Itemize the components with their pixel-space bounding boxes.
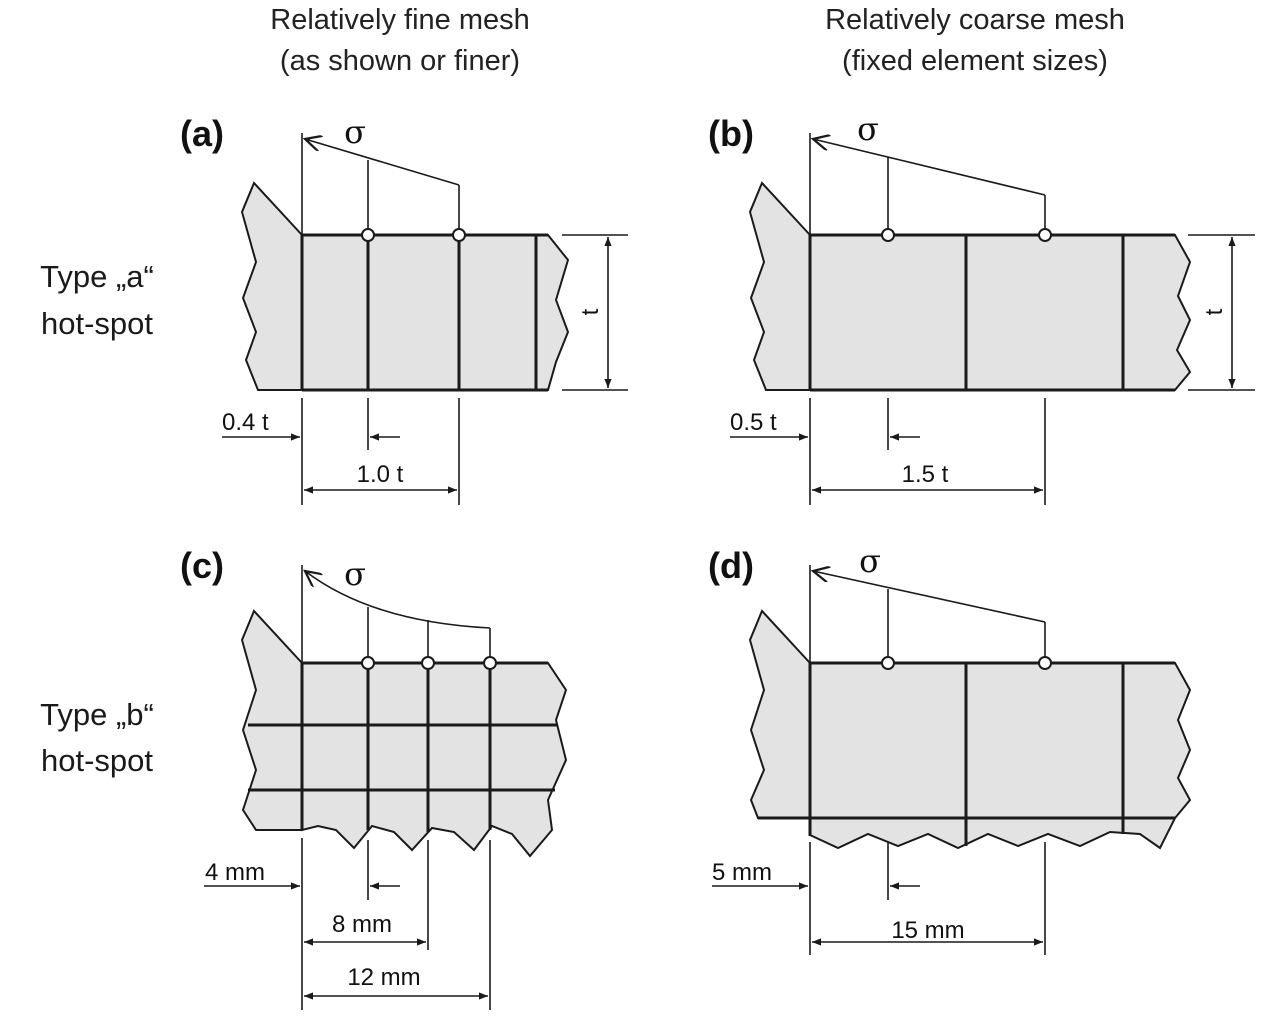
- panel-d-dim1-label: 5 mm: [712, 859, 772, 886]
- panel-c-label: (c): [180, 545, 224, 586]
- panel-a-plate: [301, 234, 570, 391]
- panel-a-readout-point: [452, 228, 466, 242]
- panel-b-dim1-label: 0.5 t: [730, 409, 777, 436]
- panel-a-stress-line: [305, 139, 460, 186]
- panel-c-dim2-label: 8 mm: [332, 911, 392, 938]
- panel-c-readout-point: [421, 656, 435, 670]
- panel-c: (c) σ 4 mm 8 mm 12 mm: [180, 545, 568, 1010]
- coarse-mesh-title: Relatively coarse mesh: [825, 4, 1125, 36]
- panel-a-thickness-label: t: [577, 308, 604, 315]
- panel-b-readout-point: [881, 228, 895, 242]
- fine-mesh-subtitle: (as shown or finer): [280, 45, 520, 77]
- panel-b-dim2-label: 1.5 t: [902, 461, 949, 488]
- panel-d-plate: [809, 662, 1192, 850]
- panel-c-plate: [301, 662, 568, 858]
- panel-d-readout-point: [1038, 656, 1052, 670]
- fine-mesh-title: Relatively fine mesh: [270, 4, 530, 36]
- coarse-mesh-subtitle: (fixed element sizes): [842, 45, 1108, 77]
- type-a-label: Type „a“: [40, 259, 154, 294]
- panel-c-readout-point: [361, 656, 375, 670]
- panel-b-stress-line: [813, 139, 1046, 196]
- panel-a-label: (a): [180, 113, 224, 154]
- panel-d-readout-point: [881, 656, 895, 670]
- panel-d-label: (d): [708, 545, 754, 586]
- panel-a-dim2-label: 1.0 t: [357, 461, 404, 488]
- panel-d-dim2-label: 15 mm: [891, 917, 964, 944]
- panel-c-dim1-label: 4 mm: [205, 859, 265, 886]
- panel-d-sigma: σ: [859, 542, 881, 580]
- panel-c-stress-curve: [305, 571, 491, 629]
- panel-a-dim1-label: 0.4 t: [222, 409, 269, 436]
- panel-d-stress-line: [813, 571, 1046, 623]
- panel-b-thickness-label: t: [1201, 308, 1228, 315]
- panel-b-attachment: [748, 181, 811, 391]
- panel-b-readout-point: [1038, 228, 1052, 242]
- panel-b-label: (b): [708, 113, 754, 154]
- type-b-hotspot-label: hot-spot: [41, 743, 153, 778]
- panel-d: (d) σ 5 mm 15 mm: [708, 542, 1192, 955]
- panel-c-attachment: [240, 609, 303, 831]
- panel-b-plate: [809, 234, 1192, 391]
- panel-a-attachment: [240, 181, 303, 391]
- type-b-label: Type „b“: [40, 697, 154, 732]
- panel-c-sigma: σ: [344, 555, 366, 593]
- panel-c-readout-point: [483, 656, 497, 670]
- type-a-hotspot-label: hot-spot: [41, 306, 153, 341]
- panel-b: (b) σ t 0.5 t 1.5 t: [708, 110, 1255, 505]
- panel-d-attachment: [748, 609, 811, 819]
- panel-a-sigma: σ: [344, 113, 366, 151]
- panel-c-dim3-label: 12 mm: [347, 964, 420, 991]
- panel-a-readout-point: [361, 228, 375, 242]
- panel-a: (a) σ t 0.4 t 1.0 t: [180, 113, 628, 505]
- panel-b-sigma: σ: [857, 110, 879, 148]
